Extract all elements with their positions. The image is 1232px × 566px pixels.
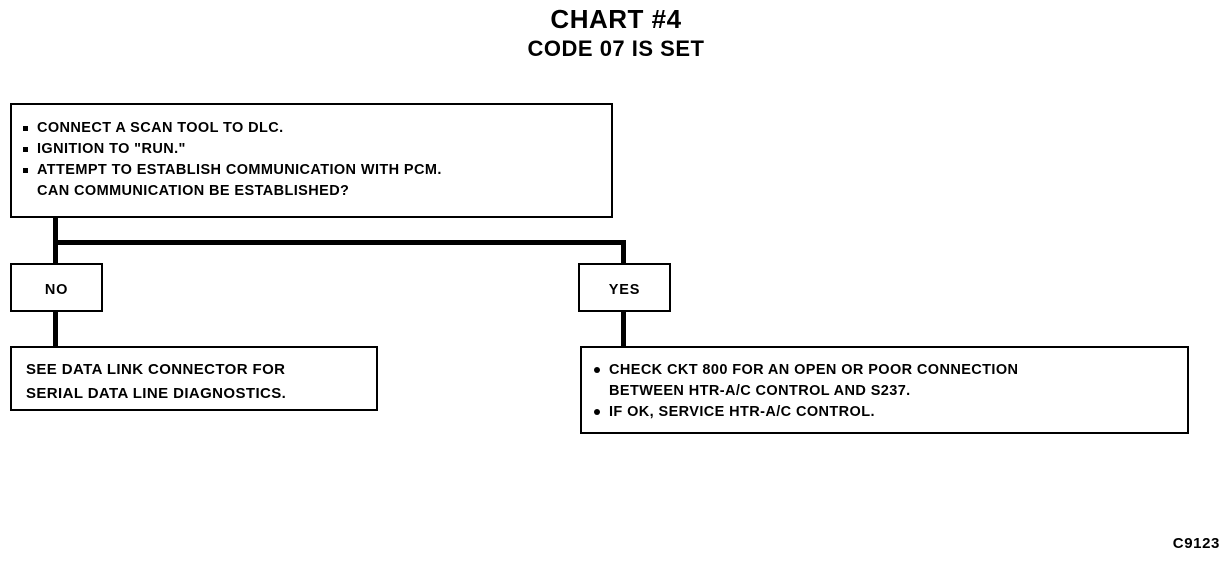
list-item: CONNECT A SCAN TOOL TO DLC. — [20, 118, 611, 139]
connector-branch-bar — [53, 240, 626, 245]
result-box-yes: CHECK CKT 800 FOR AN OPEN OR POOR CONNEC… — [580, 346, 1189, 434]
decision-line-2: IGNITION TO "RUN." — [37, 141, 186, 157]
list-item-continuation: BETWEEN HTR-A/C CONTROL AND S237. — [592, 381, 1187, 402]
branch-box-no: NO — [10, 263, 103, 312]
connector-stem-top — [53, 218, 58, 245]
result-no-line-2: SERIAL DATA LINE DIAGNOSTICS. — [26, 385, 287, 402]
result-box-no-text: SEE DATA LINK CONNECTOR FOR SERIAL DATA … — [26, 358, 376, 406]
list-item-continuation: CAN COMMUNICATION BE ESTABLISHED? — [20, 181, 611, 202]
decision-line-3: ATTEMPT TO ESTABLISH COMMUNICATION WITH … — [37, 162, 442, 178]
list-item: ATTEMPT TO ESTABLISH COMMUNICATION WITH … — [20, 160, 611, 181]
connector-no-to-result — [53, 312, 58, 346]
list-item: IF OK, SERVICE HTR-A/C CONTROL. — [592, 402, 1187, 423]
result-yes-line-1: CHECK CKT 800 FOR AN OPEN OR POOR CONNEC… — [609, 362, 1019, 378]
figure-reference-code: C9123 — [1172, 535, 1220, 552]
result-yes-line-3: IF OK, SERVICE HTR-A/C CONTROL. — [609, 404, 875, 420]
result-box-no: SEE DATA LINK CONNECTOR FOR SERIAL DATA … — [10, 346, 378, 411]
decision-box-top: CONNECT A SCAN TOOL TO DLC. IGNITION TO … — [10, 103, 613, 218]
decision-line-4: CAN COMMUNICATION BE ESTABLISHED? — [37, 183, 350, 199]
connector-stem-yes — [621, 240, 626, 265]
list-item: IGNITION TO "RUN." — [20, 139, 611, 160]
result-box-yes-list: CHECK CKT 800 FOR AN OPEN OR POOR CONNEC… — [592, 360, 1187, 423]
decision-box-top-list: CONNECT A SCAN TOOL TO DLC. IGNITION TO … — [20, 118, 611, 202]
branch-box-yes: YES — [578, 263, 671, 312]
decision-line-1: CONNECT A SCAN TOOL TO DLC. — [37, 120, 284, 136]
connector-yes-to-result — [621, 312, 626, 346]
result-yes-line-2: BETWEEN HTR-A/C CONTROL AND S237. — [609, 383, 911, 399]
result-no-line-1: SEE DATA LINK CONNECTOR FOR — [26, 361, 286, 378]
branch-label-yes: YES — [608, 282, 641, 298]
chart-subtitle: CODE 07 IS SET — [527, 36, 705, 61]
list-item: CHECK CKT 800 FOR AN OPEN OR POOR CONNEC… — [592, 360, 1187, 381]
branch-label-no: NO — [44, 282, 69, 298]
connector-stem-no — [53, 240, 58, 265]
chart-title: CHART #4 — [550, 4, 682, 34]
